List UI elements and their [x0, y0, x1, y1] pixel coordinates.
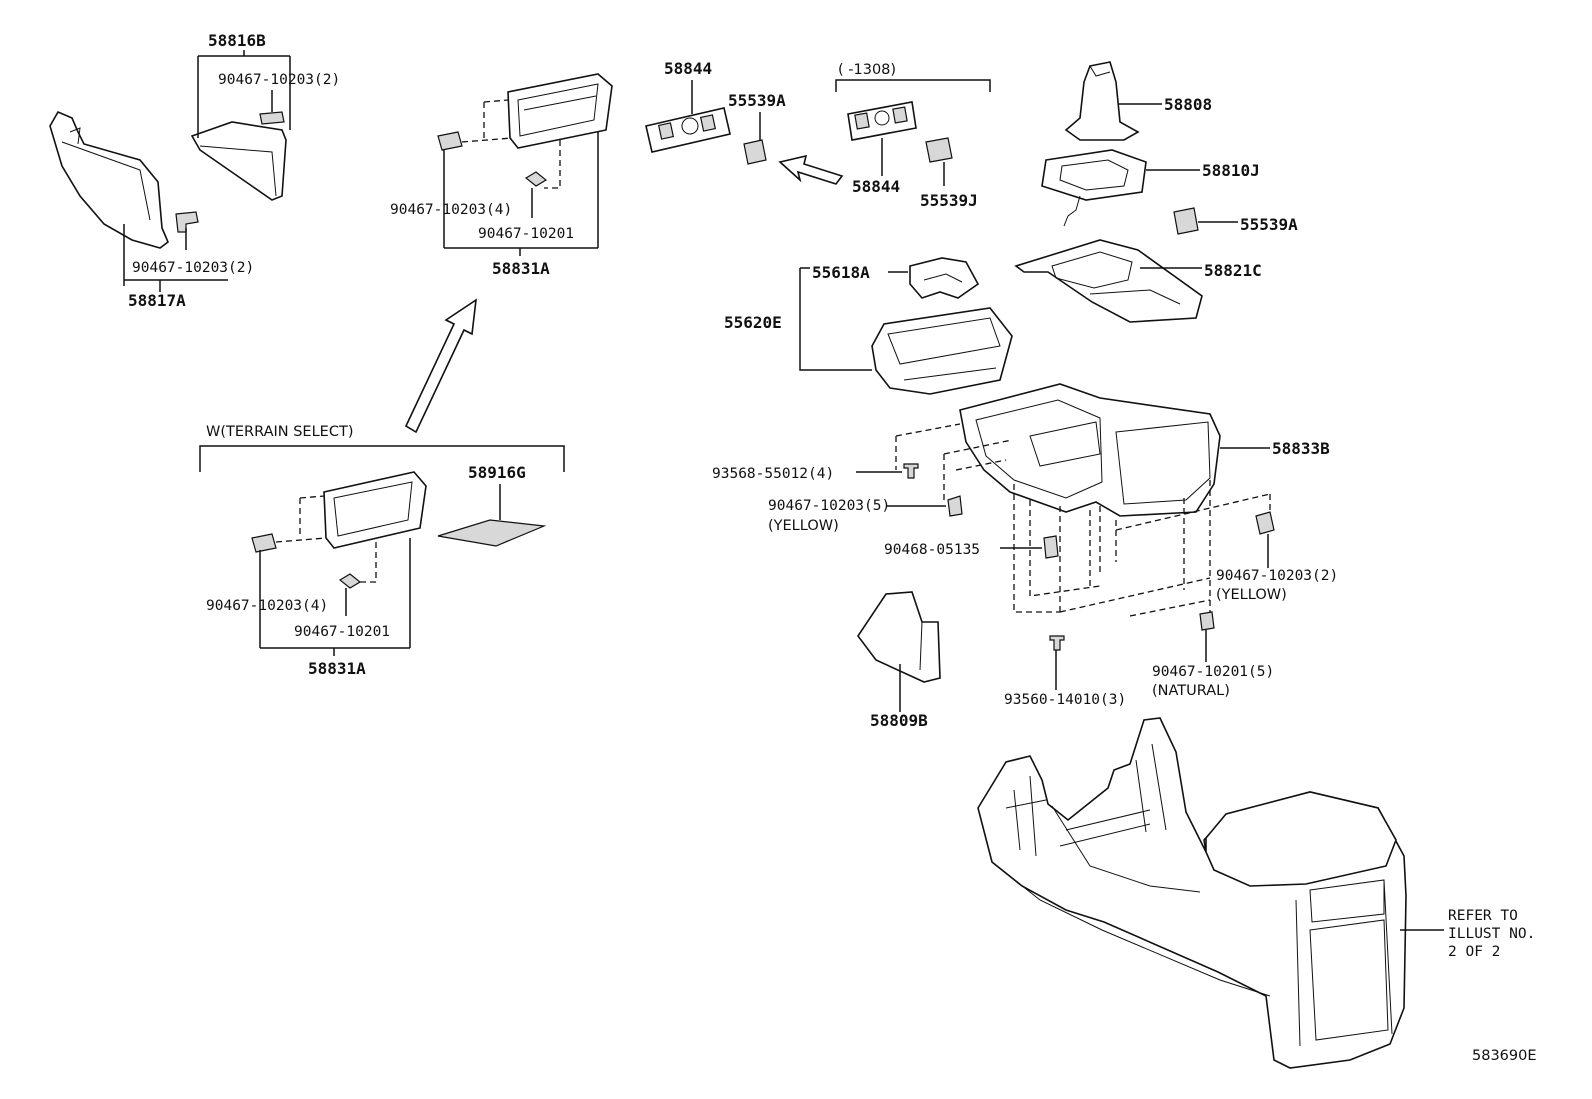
switch-55539a-right: 55539A: [1173, 207, 1298, 235]
label-58816b-clip: 90467-10203(2): [218, 72, 340, 88]
label-58817a: 58817A: [128, 291, 186, 310]
terrain-select-group: W(TERRAIN SELECT) 58916G 90467-10203(4) …: [199, 424, 565, 678]
label-58916g: 58916G: [468, 463, 526, 482]
label-58817a-clip: 90467-10203(2): [132, 260, 254, 276]
label-screw-93560: 93560-14010(3): [1004, 692, 1126, 708]
label-55539j: 55539J: [920, 191, 978, 210]
label-58831a-terrain: 58831A: [308, 659, 366, 678]
label-58821c: 58821C: [1204, 261, 1262, 280]
panel-58817a-drawing: [49, 110, 199, 249]
label-58831a-upper-clip-a: 90467-10203(4): [390, 202, 512, 218]
label-clip-natural: 90467-10201(5): [1152, 664, 1274, 680]
switch-panel-58844-a: 58844 55539A: [645, 59, 786, 165]
label-58810j: 58810J: [1202, 161, 1260, 180]
label-58831a-upper: 58831A: [492, 259, 550, 278]
label-58808: 58808: [1164, 95, 1212, 114]
callouts-58831a-upper: 90467-10203(4) 90467-10201 58831A: [390, 132, 599, 278]
label-terrain-clip-a: 90467-10203(4): [206, 598, 328, 614]
label-58831a-upper-clip-b: 90467-10201: [478, 226, 574, 242]
shift-boot-58808: 58808: [1064, 61, 1212, 141]
label-55539a-right: 55539A: [1240, 215, 1298, 234]
label-screw-93568: 93568-55012(4): [712, 466, 834, 482]
label-clip-yellow-2: 90467-10203(2): [1216, 568, 1338, 584]
label-58816b: 58816B: [208, 31, 266, 50]
label-clip-natural-note: (NATURAL): [1152, 683, 1230, 699]
label-58844-a: 58844: [664, 59, 712, 78]
box-fasteners: 93568-55012(4) 90467-10203(5) (YELLOW) 9…: [712, 463, 1338, 708]
cover-58809b: 58809B: [857, 591, 941, 730]
switch-base-58831a-upper-drawing: [437, 73, 613, 189]
label-nut-90468: 90468-05135: [884, 542, 980, 558]
switch-panel-58844-b: ( -1308) 58844 55539J: [835, 62, 991, 210]
label-58833b: 58833B: [1272, 439, 1330, 458]
console-box-58833b: 58833B: [895, 383, 1330, 617]
label-terrain-clip-b: 90467-10201: [294, 624, 390, 640]
console-assembly: REFER TO ILLUST NO. 2 OF 2: [977, 717, 1535, 1069]
panel-58816b-drawing: [190, 111, 287, 201]
diagram-code: 583690E: [1472, 1048, 1537, 1064]
range-note: ( -1308): [838, 62, 896, 78]
arrow-to-panel: [778, 154, 844, 185]
panel-58821c: 58821C: [1014, 239, 1262, 323]
label-58809b: 58809B: [870, 711, 928, 730]
label-55618a: 55618A: [812, 263, 870, 282]
terrain-select-title: W(TERRAIN SELECT): [206, 424, 353, 440]
callouts-upper-left: 58816B 90467-10203(2) 90467-10203(2) 588…: [123, 31, 340, 310]
label-55539a-a: 55539A: [728, 91, 786, 110]
refer-line-3: 2 OF 2: [1448, 944, 1500, 960]
label-clip-yellow-5-note: (YELLOW): [768, 518, 839, 534]
arrow-to-upper-assembly: [404, 298, 477, 434]
cup-holder-group: 55618A 55620E: [724, 257, 1013, 395]
shift-bezel-58810j: 58810J: [1041, 149, 1260, 227]
label-clip-yellow-2-note: (YELLOW): [1216, 587, 1287, 603]
label-58844-b: 58844: [852, 177, 900, 196]
refer-line-2: ILLUST NO.: [1448, 926, 1535, 942]
refer-line-1: REFER TO: [1448, 908, 1518, 924]
label-clip-yellow-5: 90467-10203(5): [768, 498, 890, 514]
label-55620e: 55620E: [724, 313, 782, 332]
